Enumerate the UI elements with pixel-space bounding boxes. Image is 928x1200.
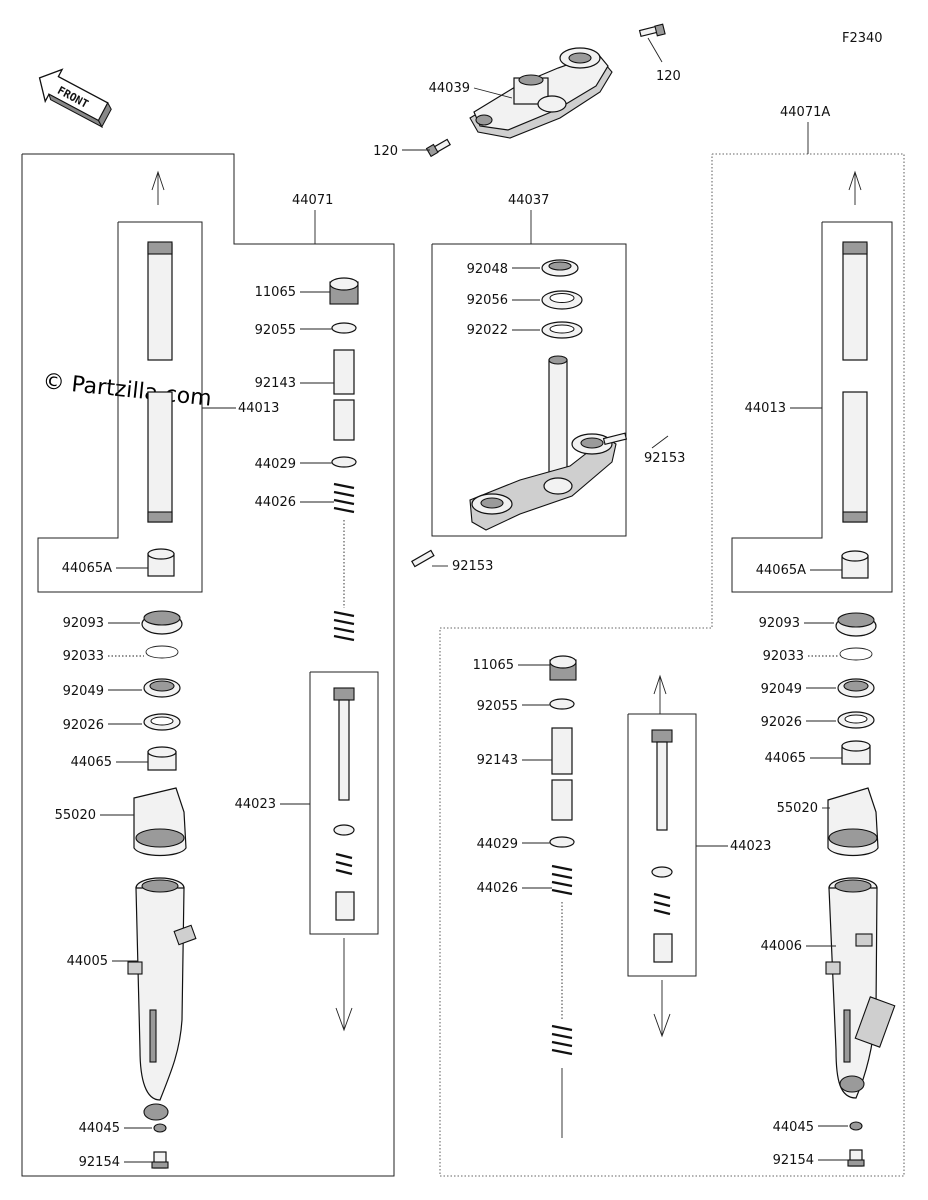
front-arrow-icon: FRONT [38, 68, 112, 129]
callout-92154-left: 92154 [79, 1155, 120, 1170]
bolt-92153-right [602, 432, 628, 446]
washer-92026-left [143, 713, 181, 731]
callout-92143-right: 92143 [477, 753, 518, 768]
callout-92033-right: 92033 [763, 649, 804, 664]
callout-92055-left: 92055 [255, 323, 296, 338]
damper-rod-44023-left [333, 687, 355, 921]
callout-92153-right: 92153 [644, 451, 685, 466]
cap-bolt-11065-right [549, 655, 577, 681]
callout-92033-left: 92033 [63, 649, 104, 664]
callout-44065A-left: 44065A [62, 561, 112, 576]
frame-44071 [21, 153, 395, 1177]
oil-seal-92049-left [143, 678, 181, 698]
bolt-92153-left [411, 549, 435, 568]
gasket-44045-right [849, 1121, 863, 1131]
frame-44013-left [37, 221, 203, 593]
gasket-44045-left [153, 1123, 167, 1133]
frame-44037 [431, 243, 627, 537]
collar-92143-left [333, 349, 355, 441]
bearing-92056 [541, 290, 583, 310]
callout-92143-left: 92143 [255, 376, 296, 391]
spring-44026-left [333, 482, 355, 642]
callout-44071A: 44071A [780, 105, 830, 120]
callout-120-bottom: 120 [373, 144, 398, 159]
callout-11065-right: 11065 [473, 658, 514, 673]
washer-44029-right [549, 836, 575, 848]
figure-code: F2340 [842, 31, 883, 46]
callout-44005: 44005 [67, 954, 108, 969]
callout-92026-left: 92026 [63, 718, 104, 733]
callout-92022: 92022 [467, 323, 508, 338]
bolt-92154-left [151, 1151, 169, 1169]
inner-tube-44013-left [147, 170, 173, 523]
collar-92143-right [551, 727, 573, 821]
upper-triple-clamp [469, 47, 613, 139]
callout-44029-right: 44029 [477, 837, 518, 852]
callout-92056: 92056 [467, 293, 508, 308]
frame-44023-left [309, 671, 379, 935]
callout-92026-right: 92026 [761, 715, 802, 730]
callout-92048: 92048 [467, 262, 508, 277]
frame-44013-right [731, 221, 893, 593]
damper-rod-44023-right [651, 674, 673, 963]
dust-seal-92093-right [835, 612, 877, 637]
callout-92153-left: 92153 [452, 559, 493, 574]
callout-92049-left: 92049 [63, 684, 104, 699]
bolt-120-bottom [425, 138, 451, 158]
inner-tube-44013-right [842, 170, 868, 523]
outer-tube-44005 [127, 877, 197, 1121]
bearing-seal-92048 [541, 259, 579, 277]
clip-92033-left [145, 645, 179, 659]
clip-92033-right [839, 647, 873, 661]
callout-44065A-right: 44065A [756, 563, 806, 578]
callout-55020-right: 55020 [777, 801, 818, 816]
oil-seal-92049-right [837, 678, 875, 698]
bolt-92154-right [847, 1149, 865, 1167]
callout-92055-right: 92055 [477, 699, 518, 714]
callout-92093-right: 92093 [759, 616, 800, 631]
outer-tube-44006 [825, 877, 896, 1099]
callout-44006: 44006 [761, 939, 802, 954]
frame-44023-right [627, 713, 697, 977]
callout-120-top: 120 [656, 69, 681, 84]
callout-44026-right: 44026 [477, 881, 518, 896]
cap-bolt-11065-left [329, 277, 359, 305]
callout-44045-right: 44045 [773, 1120, 814, 1135]
bolt-120-top [638, 23, 666, 38]
callout-44071: 44071 [292, 193, 333, 208]
callout-44039: 44039 [429, 81, 470, 96]
callout-44023-left: 44023 [235, 797, 276, 812]
callout-92049-right: 92049 [761, 682, 802, 697]
watermark: © Partzilla.com [41, 369, 212, 412]
callout-44065-right: 44065 [765, 751, 806, 766]
dust-seal-92093-left [141, 610, 183, 635]
callout-44023-right: 44023 [730, 839, 771, 854]
washer-44029-left [331, 456, 357, 468]
protector-55020-right [827, 787, 879, 857]
washer-92026-right [837, 711, 875, 729]
callout-92093-left: 92093 [63, 616, 104, 631]
frame-44071A [439, 153, 905, 1177]
spring-44026-right [551, 864, 573, 1138]
bushing-44065-left [147, 746, 177, 771]
callout-44029-left: 44029 [255, 457, 296, 472]
callout-44065-left: 44065 [71, 755, 112, 770]
callout-44026-left: 44026 [255, 495, 296, 510]
steering-stem [469, 355, 617, 531]
callout-92154-right: 92154 [773, 1153, 814, 1168]
guide-bushing-44065A-right [841, 550, 869, 579]
callout-44013-right: 44013 [745, 401, 786, 416]
protector-55020-left [133, 787, 187, 857]
guide-bushing-44065A-left [147, 548, 175, 577]
callout-11065-left: 11065 [255, 285, 296, 300]
callout-44045-left: 44045 [79, 1121, 120, 1136]
o-ring-92055-left [331, 322, 357, 334]
callout-44013-left: 44013 [238, 401, 279, 416]
callout-55020-left: 55020 [55, 808, 96, 823]
bushing-44065-right [841, 740, 871, 765]
race-92022 [541, 321, 583, 339]
callout-44037: 44037 [508, 193, 549, 208]
o-ring-92055-right [549, 698, 575, 710]
